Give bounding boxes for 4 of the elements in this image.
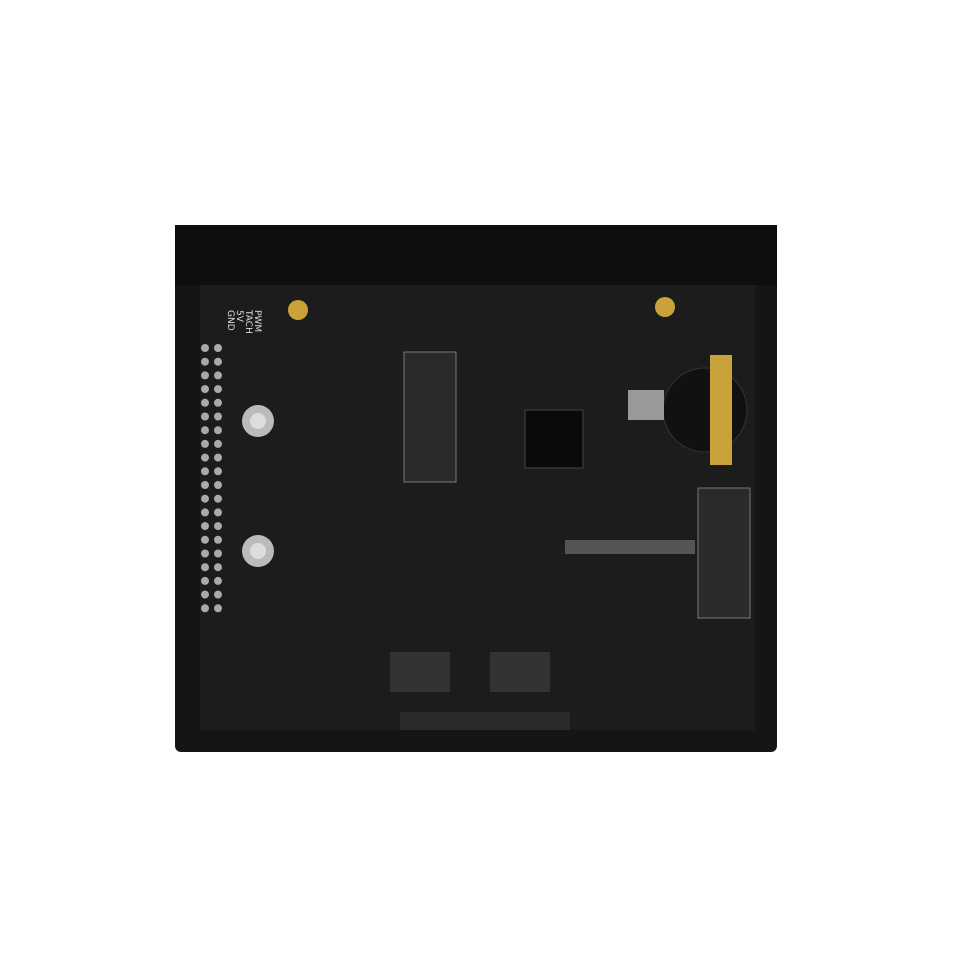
pin-label: PWM xyxy=(252,310,262,332)
pin-label: GND xyxy=(225,310,235,331)
pin-label: 5V xyxy=(234,310,244,322)
pin-label: TACH xyxy=(243,310,253,334)
